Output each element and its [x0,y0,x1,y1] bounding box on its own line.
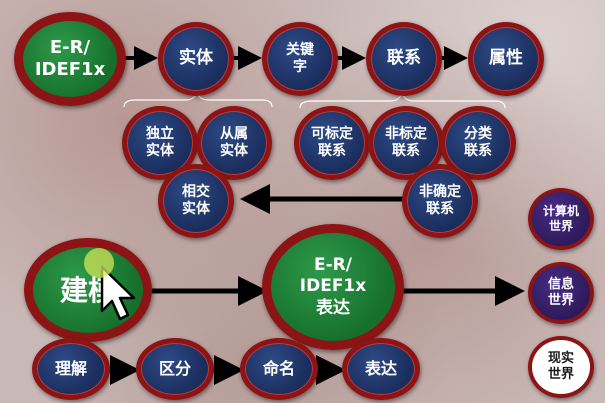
node-attribute-label: 属性 [489,48,523,69]
node-entity[interactable]: 实体 [158,22,234,96]
node-relation[interactable]: 联系 [366,22,442,96]
node-identifying-relation-label: 可标定 联系 [311,125,353,160]
node-non-specific-relation[interactable]: 非确定 联系 [402,164,478,238]
node-attribute[interactable]: 属性 [468,22,544,96]
node-entity-label: 实体 [179,48,213,69]
node-identifying-relation[interactable]: 可标定 联系 [294,106,370,180]
node-name-label: 命名 [262,359,295,378]
node-dependent-entity-label: 从属 实体 [220,125,248,160]
node-classification-relation-label: 分类 联系 [464,125,492,160]
node-key-label: 关键 字 [286,41,314,76]
node-computer-world-label: 计算机 世界 [542,204,579,233]
cursor-highlight [84,248,114,278]
node-er-idef1x[interactable]: E-R/ IDEF1x [14,12,126,106]
node-information-world-label: 信息 世界 [547,276,574,308]
node-non-specific-relation-label: 非确定 联系 [419,183,461,218]
node-distinguish[interactable]: 区分 [136,338,214,400]
node-relation-label: 联系 [387,48,421,69]
node-er-idef1x-label: E-R/ IDEF1x [34,36,106,81]
node-er-expression-label: E-R/ IDEF1x 表达 [299,255,367,318]
node-independent-entity-label: 独立 实体 [146,125,174,160]
node-express[interactable]: 表达 [342,338,420,400]
node-distinguish-label: 区分 [158,359,191,378]
mouse-cursor-icon [100,265,136,321]
node-modeling[interactable]: 建模 [24,238,152,342]
node-key[interactable]: 关键 字 [262,22,338,96]
node-non-identifying-relation-label: 非标定 联系 [385,125,427,160]
node-intersection-entity[interactable]: 相交 实体 [158,164,234,238]
node-information-world[interactable]: 信息 世界 [528,262,594,324]
node-reality-world-label: 现实 世界 [547,350,574,382]
node-name[interactable]: 命名 [240,338,318,400]
node-express-label: 表达 [364,359,397,378]
node-er-expression[interactable]: E-R/ IDEF1x 表达 [262,224,404,350]
node-understand[interactable]: 理解 [32,338,110,400]
node-intersection-entity-label: 相交 实体 [182,183,210,218]
node-reality-world[interactable]: 现实 世界 [528,336,594,398]
node-computer-world[interactable]: 计算机 世界 [528,188,594,250]
node-classification-relation[interactable]: 分类 联系 [440,106,516,180]
node-understand-label: 理解 [54,359,87,378]
